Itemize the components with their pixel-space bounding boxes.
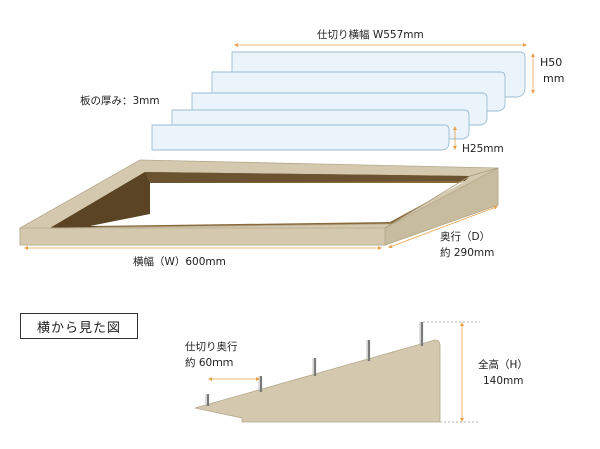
- side-view: [194, 321, 480, 423]
- label-width: 横幅（W）600mm: [133, 255, 226, 268]
- partition-panels: [151, 51, 526, 151]
- label-thickness: 板の厚み：3mm: [80, 94, 160, 107]
- label-depth-line2: 約 290mm: [440, 246, 494, 259]
- label-partition-depth-line1: 仕切り奥行: [185, 340, 238, 353]
- label-partition-height-unit: mm: [543, 72, 564, 85]
- label-depth-line1: 奥行（D）: [440, 230, 490, 243]
- label-partition-height-low: H25mm: [462, 143, 504, 155]
- label-partition-depth-line2: 約 60ｍｍ: [185, 356, 233, 369]
- dimension-lines-top: [24, 43, 535, 250]
- label-partition-height-top: H50: [540, 56, 562, 69]
- tray-frame: [19, 159, 499, 246]
- label-partition-width: 仕切り横幅 W557mm: [317, 28, 424, 41]
- label-total-height-line1: 全高（H）: [478, 358, 528, 371]
- label-total-height-line2: 140mm: [483, 375, 524, 387]
- side-view-title: 横から見た図: [20, 313, 138, 339]
